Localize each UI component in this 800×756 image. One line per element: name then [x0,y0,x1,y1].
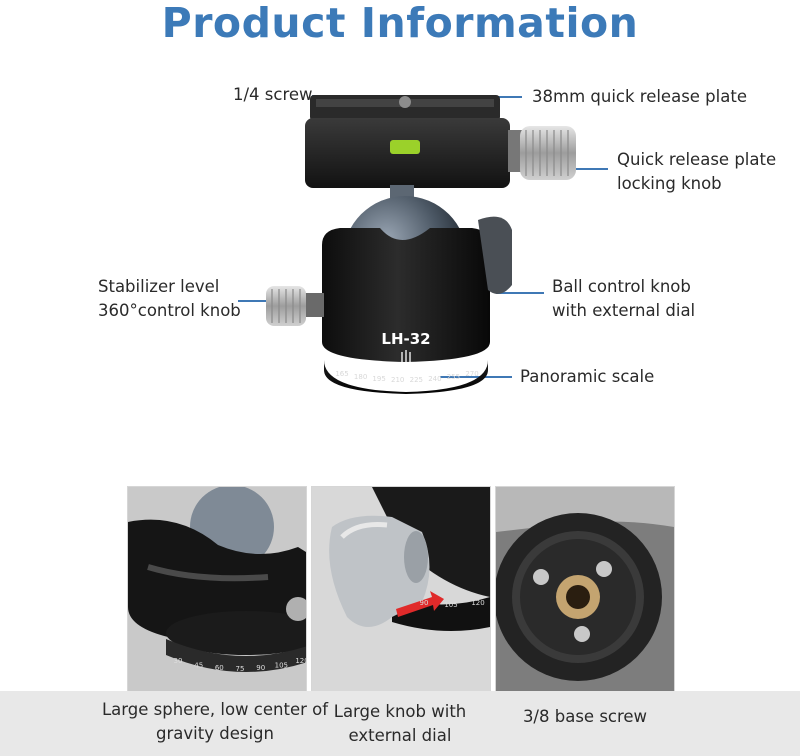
knob-detail-image: 90 105 120 [312,487,490,693]
callout-stabilizer: Stabilizer level 360°control knob [98,277,241,320]
panoramic-scale-numbers: 165 180 195 210 225 240 255 270 [335,370,478,384]
detail-panel-sphere: 30 45 60 75 90 105 120 [127,486,307,694]
caption-knob: Large knob with external dial [333,702,467,745]
callout-ball-knob: Ball control knob with external dial [552,277,696,320]
callout-plate: 38mm quick release plate [532,87,747,106]
knob-scale-numbers: 90 105 120 [420,599,485,609]
sphere-scale-numbers: 30 45 60 75 90 105 120 [174,657,306,673]
scale-number: 255 [447,373,460,381]
scale-number: 105 [275,661,288,669]
scale-number: 120 [295,657,306,665]
ball-head-body [322,228,490,362]
callout-line-ball-knob [496,292,544,294]
page-title: Product Information [161,0,639,47]
scale-number: 240 [428,375,441,383]
callout-line-locking-knob [572,168,608,170]
scale-number: 90 [256,664,265,672]
callout-locking-knob: Quick release plate locking knob [617,150,777,193]
scale-number: 30 [174,657,183,665]
scale-number: 45 [194,661,203,669]
sphere-detail-image: 30 45 60 75 90 105 120 [128,487,306,693]
scale-number: 270 [465,370,478,378]
ball-control-knob [478,216,512,294]
callout-scale: Panoramic scale [520,367,655,386]
bubble-level-icon [390,140,420,154]
model-label: LH-32 [381,330,430,348]
locking-knob [520,126,576,180]
callout-screw: 1/4 screw [233,85,313,104]
scale-number: 120 [471,599,484,607]
scale-number: 75 [236,665,245,673]
scale-number: 105 [444,601,457,609]
scale-number: 165 [335,370,348,378]
callout-line-scale [440,376,512,378]
scale-number: 90 [420,599,429,607]
detail-panel-knob: 90 105 120 [311,486,491,694]
scale-number: 195 [372,375,385,383]
caption-band [0,691,800,756]
caption-sphere: Large sphere, low center of gravity desi… [101,700,329,743]
scale-number: 60 [215,664,224,672]
screw-icon [399,96,411,108]
ball-head-illustration: LH-32 165 180 195 210 225 240 255 270 [266,95,576,394]
callout-line-stabilizer [238,300,282,302]
scale-number: 210 [391,376,404,384]
caption-base: 3/8 base screw [522,707,648,726]
rotate-arrow-icon [396,591,444,617]
scale-number: 180 [354,373,367,381]
detail-panel-base [495,486,675,694]
scale-number: 225 [410,376,423,384]
base-detail-image [496,487,674,693]
